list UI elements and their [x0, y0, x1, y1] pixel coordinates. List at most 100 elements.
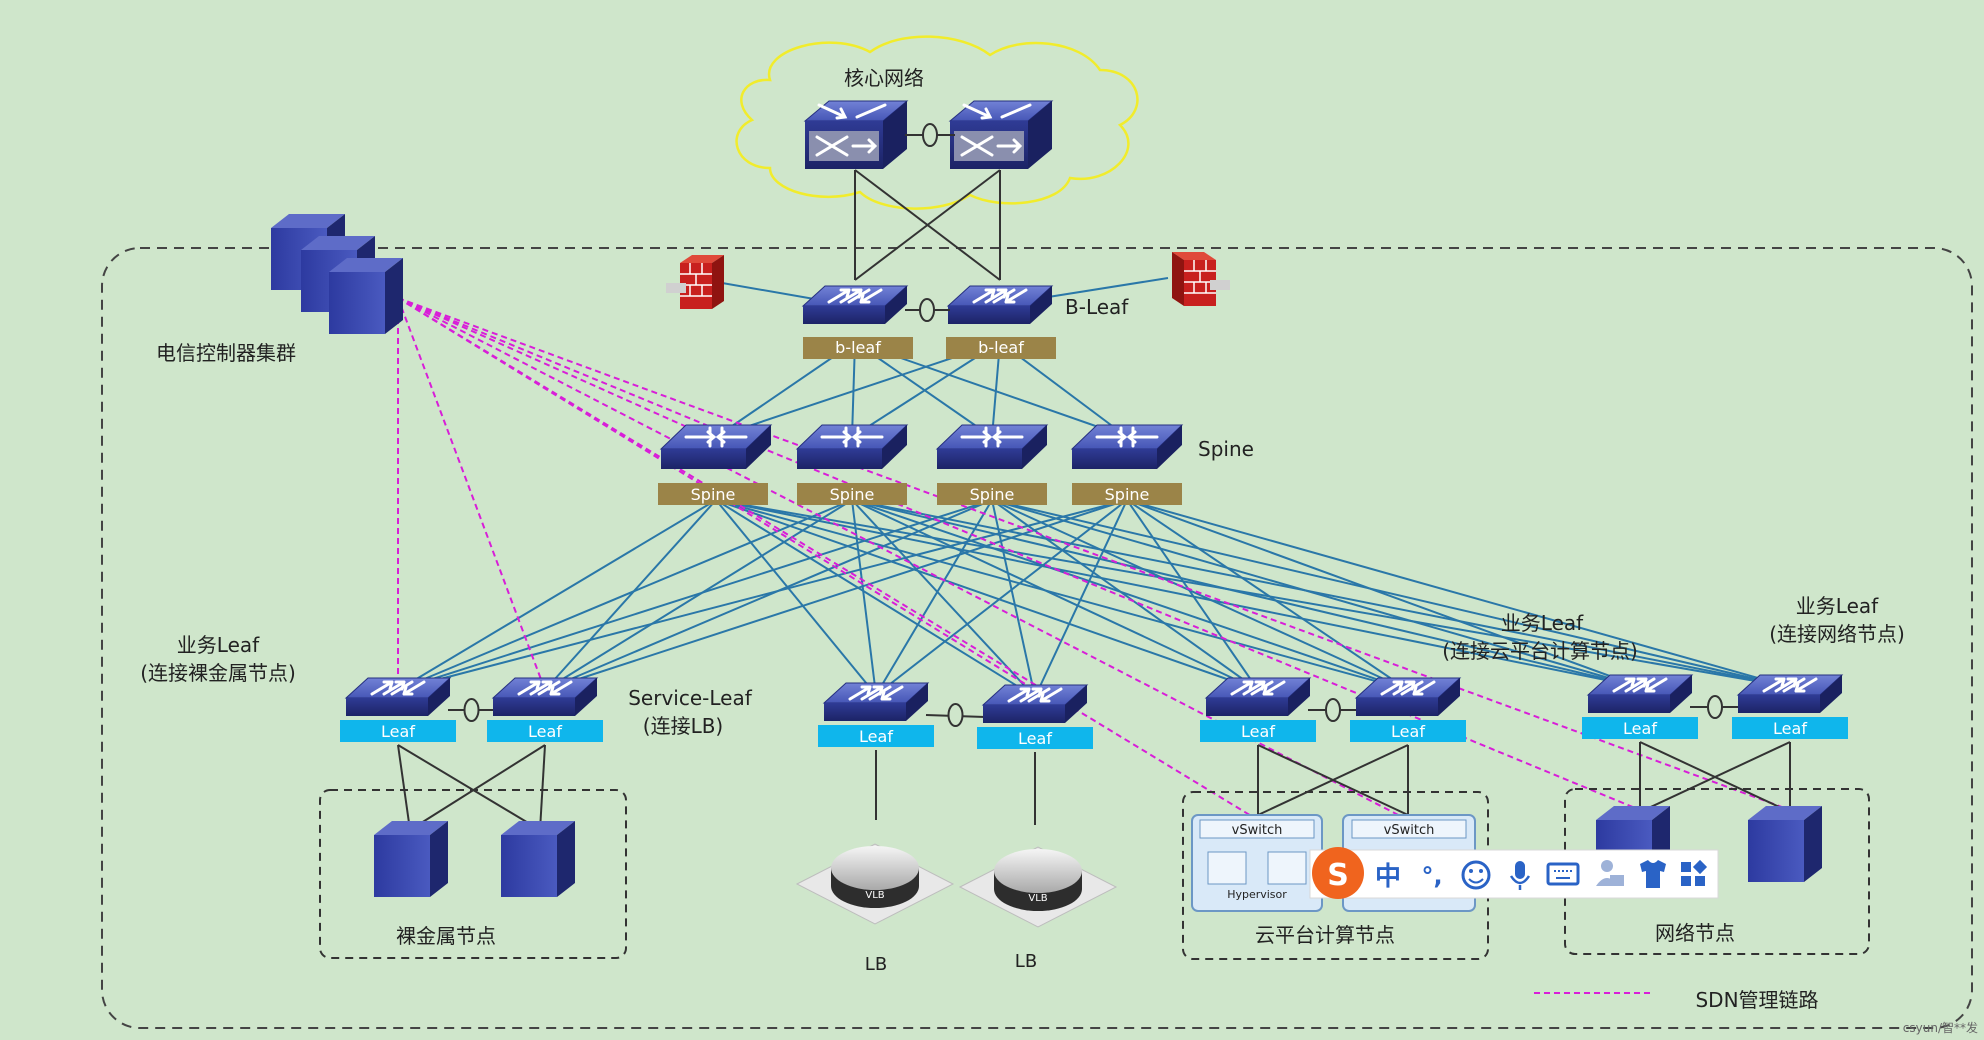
hypervisor-host-1[interactable]: vSwitch Hypervisor [1191, 814, 1323, 912]
ime-punctuation-mode[interactable]: °, [1421, 862, 1442, 890]
core-links [854, 169, 1001, 281]
spine-leaf-link [1126, 499, 1641, 688]
service-leaf-2-tag-text: Leaf [1018, 729, 1052, 748]
bare-metal-leaf-label-line1: 业务Leaf [177, 633, 260, 657]
lb-device-1[interactable]: VLB [795, 843, 955, 925]
microphone-icon[interactable] [1509, 861, 1531, 890]
spine-label: Spine [1198, 437, 1254, 461]
bare-metal-server-2[interactable] [501, 821, 575, 897]
spine-leaf-link [397, 499, 993, 691]
cloud-leaf-1-switch[interactable] [1204, 676, 1312, 718]
emoji-icon[interactable] [1461, 860, 1491, 890]
spine-switch-3[interactable] [935, 423, 1049, 471]
ime-chinese-mode[interactable]: 中 [1375, 862, 1401, 892]
service-leaf-2-switch[interactable] [981, 683, 1089, 725]
spine-leaf-link [715, 499, 1036, 698]
lb-device-1-text: VLB [865, 890, 884, 901]
cloud-leaf-1-tag-text: Leaf [1241, 722, 1275, 741]
network-leaf-2-tag-text: Leaf [1773, 719, 1807, 738]
b-leaf-switch-1[interactable] [801, 284, 909, 326]
sdn-link [397, 297, 1259, 821]
leaf-stack-link [448, 698, 495, 722]
sdn-link [397, 297, 1791, 811]
network-leaf-1-switch[interactable] [1586, 673, 1694, 715]
firewall-right-icon[interactable] [1171, 251, 1231, 307]
core-network-cloud [735, 35, 1139, 210]
sdn-link [397, 297, 546, 691]
ime-toolbar[interactable]: S 中 °, [1309, 847, 1719, 899]
spine-tag-1 [658, 483, 768, 505]
spine-leaf-link [397, 499, 1128, 691]
hypervisor-1-label: Hypervisor [1227, 888, 1287, 901]
keyboard-icon[interactable] [1546, 862, 1580, 886]
spine-tag-4-text: Spine [1105, 485, 1150, 504]
cloud-leaf-2-tag [1350, 720, 1466, 742]
spine-switch-1[interactable] [659, 423, 773, 471]
spine-leaf-link [715, 499, 877, 696]
spine-tag-1-text: Spine [691, 485, 736, 504]
network-leaf-2-tag [1732, 717, 1848, 739]
bare-metal-leaf-2-switch[interactable] [491, 676, 599, 718]
service-leaf-label-line2: (连接LB) [643, 714, 723, 738]
cloud-compute-group-box [1182, 791, 1489, 960]
b-leaf-stack-link [905, 298, 950, 322]
spine-leaf-link [544, 499, 717, 691]
spine-switch-2[interactable] [795, 423, 909, 471]
vswitch-2-label: vSwitch [1384, 823, 1435, 838]
spine-leaf-link [397, 499, 717, 691]
bare-metal-leaf-label-line2: (连接裸金属节点) [140, 661, 296, 685]
core-switch-2[interactable] [948, 99, 1054, 171]
network-node-server-2[interactable] [1748, 806, 1822, 882]
spine-tag-2 [797, 483, 907, 505]
service-leaf-1-tag [818, 725, 934, 747]
spine-leaf-link [851, 499, 877, 696]
service-leaf-1-switch[interactable] [822, 681, 930, 723]
sdn-management-links [397, 297, 1791, 821]
bare-metal-group-box [319, 789, 627, 959]
service-leaf-2-tag [977, 727, 1093, 749]
core-stack-link [905, 123, 955, 147]
network-leaf-label-line1: 业务Leaf [1796, 594, 1879, 618]
spine-leaf-link [851, 499, 1409, 691]
toolbox-grid-icon[interactable] [1681, 859, 1708, 886]
user-account-icon[interactable] [1596, 860, 1624, 886]
cloud-leaf-label-line2: (连接云平台计算节点) [1442, 639, 1638, 663]
cloud-leaf-label-line1: 业务Leaf [1501, 611, 1584, 635]
leaf-stack-link [925, 703, 986, 727]
b-leaf-tag-1 [803, 337, 913, 359]
bare-metal-server-1[interactable] [374, 821, 448, 897]
bare-metal-group-label: 裸金属节点 [396, 924, 496, 948]
spine-leaf-link [1034, 499, 1128, 698]
skin-shirt-icon[interactable] [1640, 860, 1666, 888]
lb-label-1: LB [865, 954, 887, 975]
spine-switch-4[interactable] [1070, 423, 1184, 471]
access-links [397, 741, 1791, 831]
firewall-left-icon[interactable] [665, 254, 725, 310]
network-leaf-2-switch[interactable] [1736, 673, 1844, 715]
watermark: csyun/智**发 [1903, 1020, 1978, 1035]
cloud-compute-group-label: 云平台计算节点 [1255, 923, 1395, 947]
spine-leaf-link [715, 499, 1409, 691]
leaf-stack-link [1690, 695, 1740, 719]
bare-metal-leaf-1-switch[interactable] [344, 676, 452, 718]
controller-cluster-icon[interactable] [271, 214, 403, 334]
cloud-leaf-2-switch[interactable] [1354, 676, 1462, 718]
b-leaf-switch-2[interactable] [946, 284, 1054, 326]
service-leaf-1-tag-text: Leaf [859, 727, 893, 746]
spine-leaf-link [875, 499, 993, 696]
spine-leaf-link [991, 499, 1791, 688]
bare-metal-leaf-2-tag-text: Leaf [528, 722, 562, 741]
core-switch-1[interactable] [803, 99, 909, 171]
core-network-title: 核心网络 [844, 66, 924, 90]
spine-leaf-link [991, 499, 1259, 691]
spine-leaf-link [544, 499, 853, 691]
b-leaf-tag-2-text: b-leaf [978, 338, 1024, 357]
spine-leaf-link [544, 499, 1128, 691]
lb-device-2[interactable]: VLB [958, 846, 1118, 928]
cloud-leaf-2-tag-text: Leaf [1391, 722, 1425, 741]
network-leaf-label-line2: (连接网络节点) [1769, 622, 1905, 646]
cloud-leaf-1-tag [1200, 720, 1316, 742]
service-leaf-label-line1: Service-Leaf [628, 686, 752, 710]
